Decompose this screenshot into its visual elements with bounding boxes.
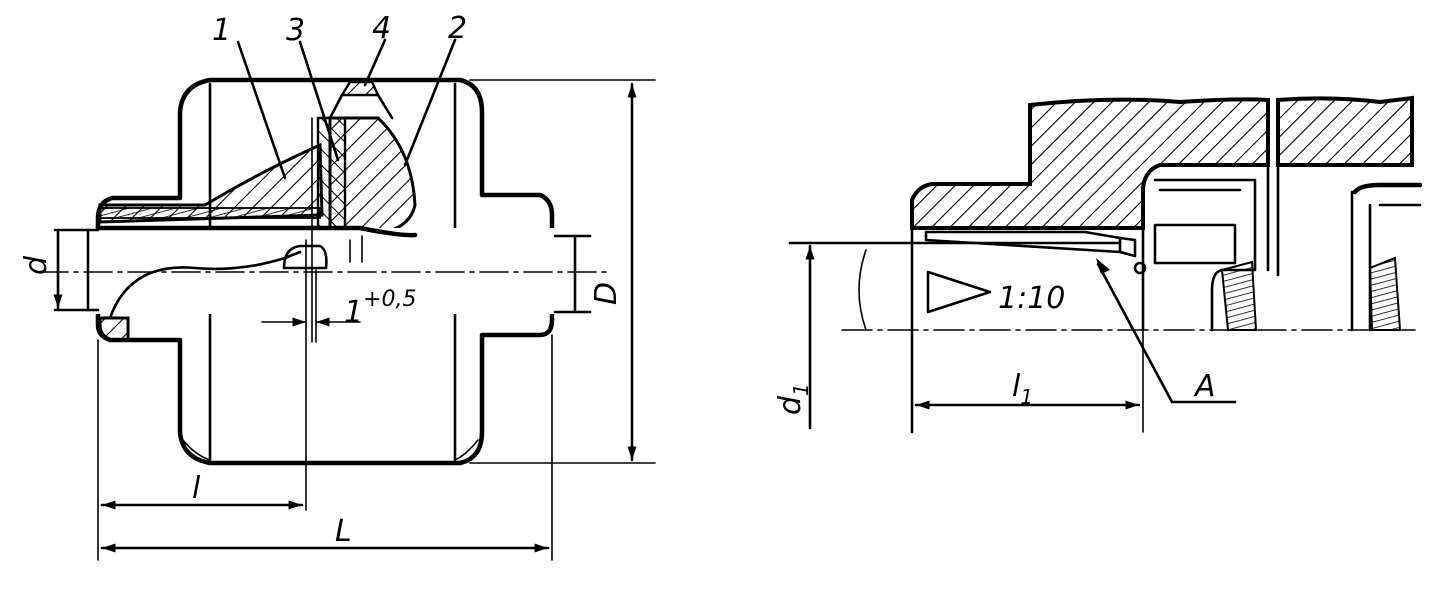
callout-3: 3 bbox=[286, 13, 305, 48]
callout-1: 1 bbox=[212, 13, 231, 48]
housing-section-right bbox=[1276, 95, 1414, 167]
tapered-key bbox=[924, 230, 1122, 254]
left-view-coupling bbox=[39, 77, 611, 511]
callout-2: 2 bbox=[448, 11, 467, 46]
wedge-part-3 bbox=[316, 116, 347, 234]
dim-label-D: D bbox=[589, 282, 624, 305]
housing-section-left bbox=[910, 97, 1270, 230]
right-dimensions: d1 l1 A bbox=[773, 244, 1237, 433]
dim-label-L: L bbox=[335, 514, 352, 549]
dim-label-d1: d1 bbox=[773, 383, 813, 415]
taper-symbol-icon bbox=[926, 270, 992, 314]
shaft bbox=[60, 228, 580, 314]
callout-4: 4 bbox=[372, 11, 391, 46]
dim-label-d: d bbox=[19, 255, 54, 275]
left-callouts: 1 3 4 2 bbox=[212, 11, 467, 180]
cone-part-4 bbox=[339, 80, 380, 97]
callout-A: A bbox=[1193, 369, 1216, 404]
dim-label-l1: l1 bbox=[1012, 369, 1033, 409]
right-view-taper-fit: 1:10 bbox=[788, 95, 1423, 434]
left-dimensions: D d 1+0,5 l L bbox=[19, 79, 656, 561]
dim-label-l: l bbox=[192, 471, 201, 506]
ring-body-outline bbox=[95, 77, 555, 466]
taper-ratio: 1:10 bbox=[998, 281, 1065, 316]
gap-dimension: 1+0,5 bbox=[344, 287, 417, 330]
